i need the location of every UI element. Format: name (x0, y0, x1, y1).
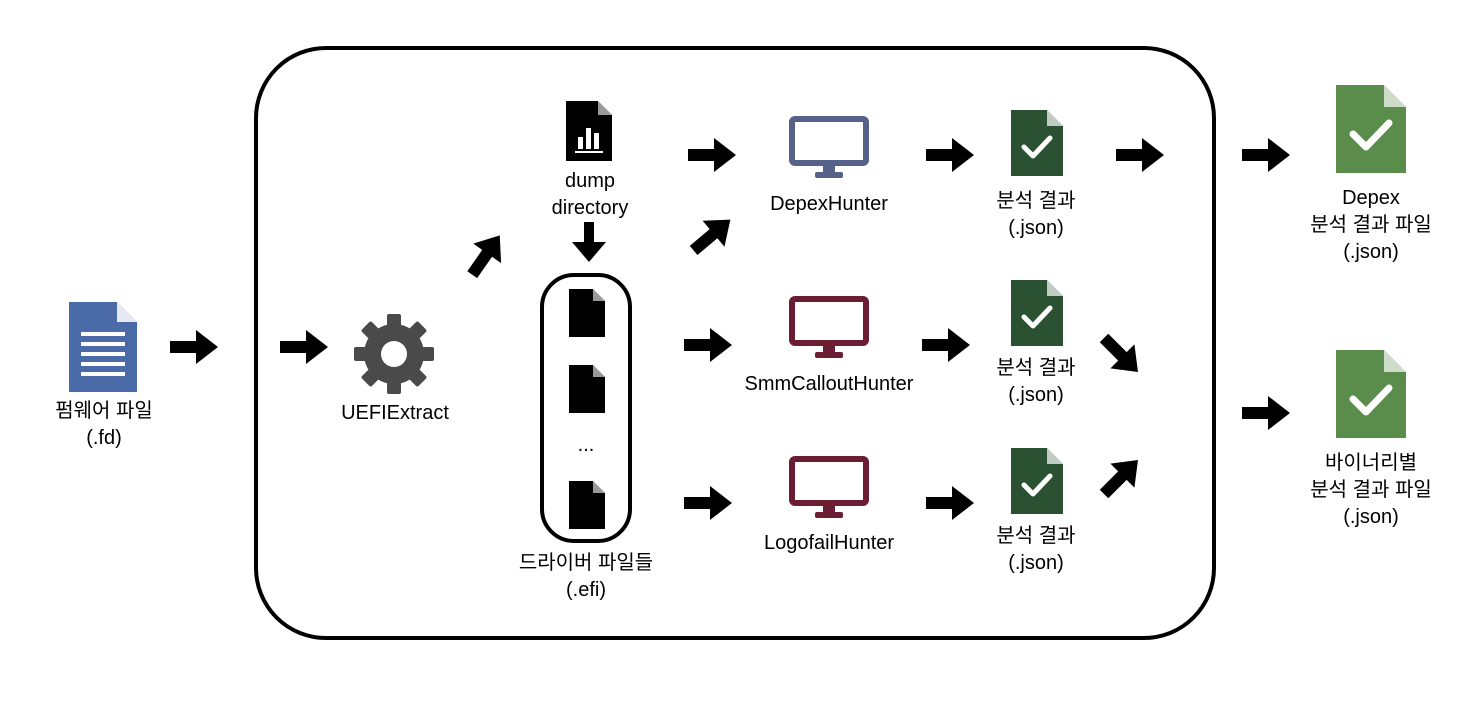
arrow-right-icon (926, 486, 974, 520)
arrow-right-icon (1242, 138, 1290, 172)
arrow-right-icon (280, 330, 328, 364)
pipeline-container (254, 46, 1216, 640)
driver-file-icon (569, 365, 605, 413)
result-label: 분석 결과(.json) (996, 190, 1076, 239)
gear-icon (354, 314, 434, 394)
arrow-down-right-icon (1099, 333, 1138, 372)
arrow-right-icon (684, 328, 732, 362)
dump-document-icon (566, 101, 612, 161)
check-document-icon (1336, 85, 1406, 173)
logofailhunter-label: LogofailHunter (763, 532, 895, 554)
dump-label: dump directory (551, 170, 629, 219)
arrow-up-right-icon (467, 235, 502, 279)
arrow-down-icon (572, 222, 606, 262)
smmcallouthunter-label: SmmCalloutHunter (744, 373, 914, 395)
driver-files-label: 드라이버 파일들 (.efi) (518, 552, 654, 601)
check-document-icon (1336, 350, 1406, 438)
arrow-right-icon (926, 138, 974, 172)
monitor-icon (789, 116, 869, 178)
firmware-label: 펌웨어 파일 (.fd) (55, 400, 153, 449)
driver-files-container (540, 273, 632, 543)
arrow-right-icon (922, 328, 970, 362)
arrow-up-right-icon (1099, 460, 1138, 499)
depexhunter-label: DepexHunter (770, 193, 888, 215)
monitor-icon (789, 296, 869, 358)
arrow-right-icon (170, 330, 218, 364)
driver-file-icon (569, 481, 605, 529)
check-document-icon (1011, 280, 1063, 346)
arrow-up-right-icon (689, 219, 731, 256)
firmware-document-icon (69, 302, 137, 392)
driver-ellipsis: ... (577, 434, 595, 456)
arrow-right-icon (1242, 396, 1290, 430)
arrow-right-icon (1116, 138, 1164, 172)
check-document-icon (1011, 110, 1063, 176)
check-document-icon (1011, 448, 1063, 514)
arrow-right-icon (684, 486, 732, 520)
result-label: 분석 결과(.json) (996, 357, 1076, 406)
result-label: 분석 결과(.json) (996, 525, 1076, 574)
monitor-icon (789, 456, 869, 518)
driver-file-icon (569, 289, 605, 337)
uefiextract-label: UEFIExtract (341, 402, 449, 424)
arrow-right-icon (688, 138, 736, 172)
